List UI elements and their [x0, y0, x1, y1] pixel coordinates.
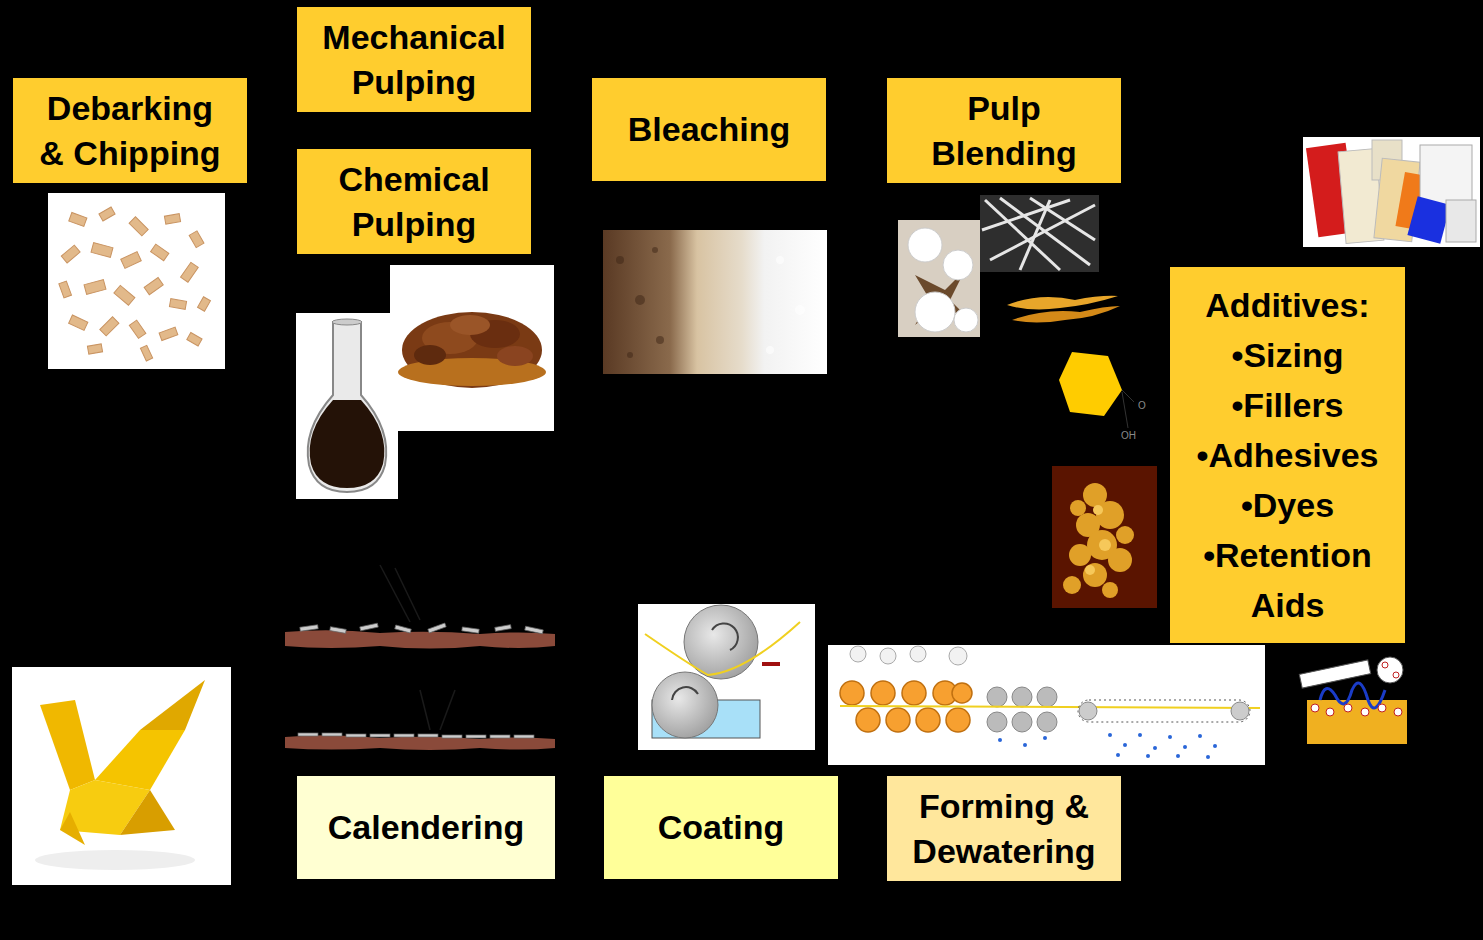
process-box: Mechanical Pulping	[297, 7, 531, 112]
paper-products-photo	[1303, 137, 1480, 247]
process-box: Pulp Blending	[887, 78, 1121, 183]
process-box: Calendering	[297, 776, 555, 879]
wood-chips	[48, 193, 225, 369]
box-label: •Fillers	[1231, 380, 1343, 430]
box-label: Mechanical Pulping	[314, 15, 514, 105]
box-label: Coating	[658, 805, 785, 850]
process-box: Debarking & Chipping	[13, 78, 247, 183]
box-label: •Retention Aids	[1187, 530, 1388, 630]
bleached-pulp-photo	[603, 230, 827, 374]
process-box: Bleaching	[592, 78, 826, 181]
box-label: Pulp Blending	[904, 86, 1104, 176]
process-box: Chemical Pulping	[297, 149, 531, 254]
filler-particles	[1052, 466, 1157, 608]
wood-fibers	[1007, 296, 1120, 323]
paper-crane-photo	[12, 667, 231, 885]
cotton-photo	[898, 220, 980, 337]
fiber-micrograph	[980, 195, 1099, 272]
box-heading: Additives:	[1205, 280, 1369, 330]
box-label: •Dyes	[1241, 480, 1334, 530]
box-label: •Sizing	[1231, 330, 1343, 380]
box-label: •Adhesives	[1197, 430, 1379, 480]
box-label: Calendering	[328, 805, 524, 850]
molecule-hexagon	[1059, 352, 1134, 428]
process-box: Coating	[604, 776, 838, 879]
paper-machine-scheme	[828, 645, 1265, 765]
process-box: Forming & Dewatering	[887, 776, 1121, 881]
box-label: Forming & Dewatering	[904, 784, 1104, 874]
box-label: Chemical Pulping	[314, 157, 514, 247]
brown-pulp	[390, 265, 554, 431]
retention-scheme	[1299, 657, 1407, 744]
box-label: Debarking & Chipping	[30, 86, 230, 176]
atom-label: OH	[1121, 430, 1136, 442]
black-liquor-flask	[296, 313, 398, 499]
calendering-scheme	[285, 565, 555, 750]
coater-scheme	[638, 604, 815, 750]
atom-label: O	[1138, 400, 1146, 412]
box-label: Bleaching	[628, 107, 790, 152]
additives-box: Additives:•Sizing•Fillers•Adhesives•Dyes…	[1170, 267, 1405, 643]
